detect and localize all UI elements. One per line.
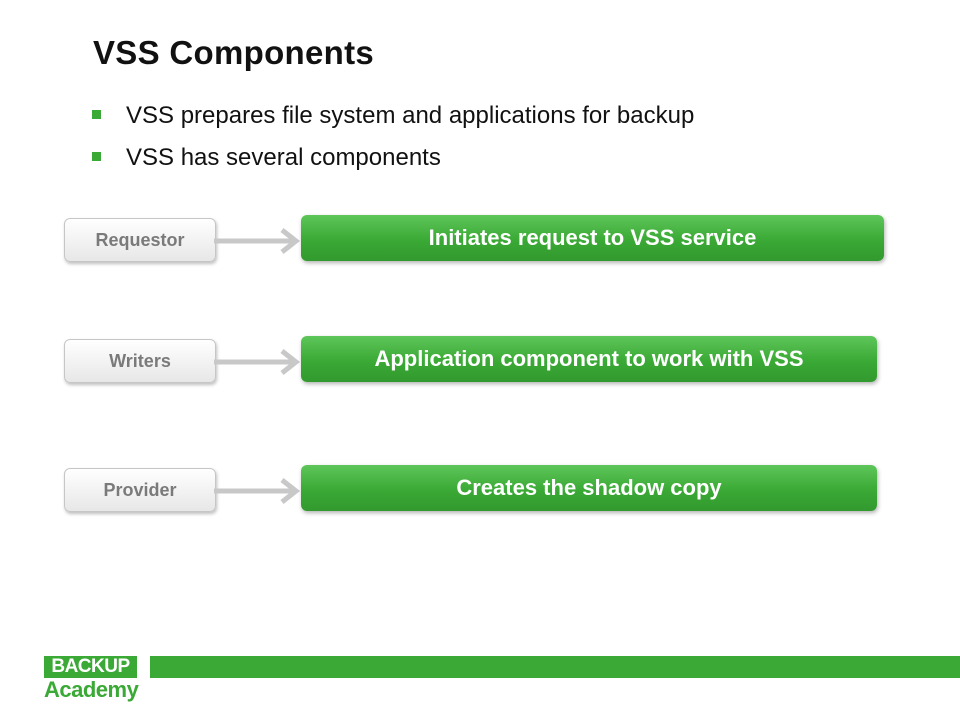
component-row-writers: Writers Application component to work wi… (0, 336, 960, 388)
component-label: Requestor (64, 218, 216, 262)
bullet-text: VSS has several components (126, 144, 441, 171)
component-description: Application component to work with VSS (301, 336, 877, 382)
right-arrow-icon (214, 478, 301, 504)
component-label: Provider (64, 468, 216, 512)
backup-academy-logo: BACKUP Academy (44, 656, 139, 702)
bullet-text: VSS prepares file system and application… (126, 102, 695, 129)
component-description: Initiates request to VSS service (301, 215, 884, 261)
component-label: Writers (64, 339, 216, 383)
right-arrow-icon (214, 228, 301, 254)
right-arrow-icon (214, 349, 301, 375)
component-row-requestor: Requestor Initiates request to VSS servi… (0, 215, 960, 267)
square-bullet-icon (92, 152, 101, 161)
bullet-item: VSS prepares file system and application… (92, 98, 694, 140)
square-bullet-icon (92, 110, 101, 119)
slide-title: VSS Components (93, 34, 375, 71)
bullet-list: VSS prepares file system and application… (92, 98, 694, 182)
component-description: Creates the shadow copy (301, 465, 877, 511)
footer-bar (150, 656, 960, 678)
logo-top-text: BACKUP (44, 656, 137, 678)
component-row-provider: Provider Creates the shadow copy (0, 465, 960, 517)
logo-bottom-text: Academy (44, 677, 139, 702)
bullet-item: VSS has several components (92, 140, 694, 182)
